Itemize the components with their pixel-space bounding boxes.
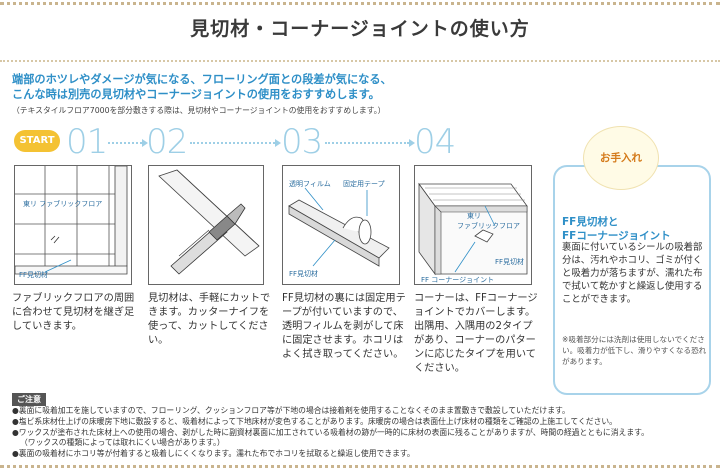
step-04-label-brand: 東リ bbox=[467, 211, 481, 220]
step-arrow-3 bbox=[325, 139, 415, 147]
care-heading-line-2: FFコーナージョイント bbox=[562, 230, 671, 242]
care-card bbox=[553, 165, 711, 395]
step-number-02: 02 bbox=[146, 122, 188, 162]
caution-item: ●ワックスが塗布された床材上への使用の場合、剥がした時に副資材裏面に加工されてい… bbox=[12, 427, 649, 437]
step-04-text: コーナーは、FFコーナージョイントでカバーします。出隅用、入隅用の2タイプがあり… bbox=[414, 293, 538, 374]
step-04-label-trim: FF見切材 bbox=[495, 257, 524, 266]
caution-label: ご注意 bbox=[12, 393, 46, 406]
intro-line-1: 端部のホツレやダメージが気になる、フローリング面との段差が気になる、 bbox=[12, 73, 392, 86]
title-dotted-divider bbox=[0, 60, 720, 62]
step-01-label-fabric: 東リ ファブリックフロア bbox=[23, 199, 102, 208]
step-01-label-trim: FF見切材 bbox=[19, 270, 48, 279]
step-03-illustration: 透明フィルム 固定用テープ FF見切材 bbox=[282, 165, 400, 285]
intro-note: （テキスタイルフロア7000を部分敷きする際は、見切材やコーナージョイントの使用… bbox=[12, 106, 386, 115]
caution-item: （ワックスの種類によっては取れにくい場合があります。） bbox=[20, 438, 225, 448]
top-dotted-border bbox=[0, 2, 720, 5]
step-number-03: 03 bbox=[281, 122, 323, 162]
start-badge: START bbox=[14, 130, 60, 152]
care-badge-label: お手入れ bbox=[600, 152, 642, 164]
step-01-text: ファブリックフロアの周囲に合わせて見切材を継ぎ足していきます。 bbox=[12, 293, 135, 332]
bottom-dotted-border bbox=[0, 465, 720, 468]
step-04-label-corner: FF コーナージョイント bbox=[421, 276, 494, 284]
care-note: ※吸着部分には洗剤は使用しないでください。吸着力が低下し、滑りやすくなる恐れがあ… bbox=[562, 335, 707, 366]
step-02-text: 見切材は、手軽にカットできます。カッターナイフを使って、カットしてください。 bbox=[148, 293, 271, 346]
intro-line-2: こんな時は別売の見切材やコーナージョイントの使用をおすすめします。 bbox=[12, 88, 380, 101]
step-01-illustration: 東リ ファブリックフロア FF見切材 bbox=[14, 165, 132, 285]
step-03-label-film: 透明フィルム bbox=[289, 180, 331, 188]
step-02-illustration bbox=[148, 165, 264, 285]
step-03-text: FF見切材の裏には固定用テープが付いていますので、透明フィルムを剥がして床に固定… bbox=[282, 293, 406, 360]
step-arrow-2 bbox=[190, 139, 281, 147]
caution-list: ●裏面に吸着加工を施していますので、フローリング、クッションフロア等が下地の場合… bbox=[12, 406, 712, 460]
step-arrow-1 bbox=[108, 139, 148, 147]
step-03-label-trim: FF見切材 bbox=[289, 269, 318, 278]
step-04-label-fabric: ファブリックフロア bbox=[457, 221, 520, 230]
care-heading-line-1: FF見切材と bbox=[562, 216, 619, 228]
step-number-04: 04 bbox=[414, 122, 456, 162]
step-03-label-tape: 固定用テープ bbox=[343, 179, 385, 188]
caution-item: ●裏面の吸着材にホコリ等が付着すると吸着しにくくなります。濡れた布でホコリを拭取… bbox=[12, 449, 415, 459]
care-badge-circle bbox=[583, 126, 659, 190]
step-04-illustration: 東リ ファブリックフロア FF見切材 FF コーナージョイント bbox=[414, 165, 532, 285]
step-number-01: 01 bbox=[66, 122, 108, 162]
caution-item: ●裏面に吸着加工を施していますので、フローリング、クッションフロア等が下地の場合… bbox=[12, 406, 570, 415]
caution-item: ●塩ビ系床材仕上げの床暖房下地に敷設すると、吸着材によって下地床材が変色すること… bbox=[12, 416, 617, 426]
care-heading: FF見切材と FFコーナージョイント bbox=[562, 215, 707, 243]
page-title: 見切材・コーナージョイントの使い方 bbox=[190, 18, 530, 40]
care-body: 裏面に付いているシールの吸着部分は、汚れやホコリ、ゴミが付くと吸着力が落ちますが… bbox=[562, 242, 703, 305]
